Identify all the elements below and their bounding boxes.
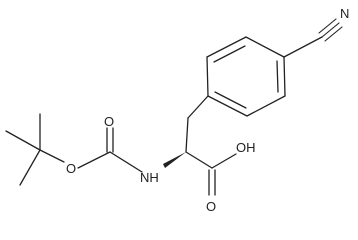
ring-to-nitrile-bond bbox=[283, 36, 323, 58]
ch2-to-alpha-bond bbox=[185, 117, 189, 153]
ring-double-bond bbox=[276, 60, 279, 93]
ring-bond bbox=[283, 56, 286, 97]
carboxylic-acid-group: OH O bbox=[206, 140, 256, 214]
ring-double-bond bbox=[214, 91, 247, 109]
nitrile-group: N bbox=[283, 5, 352, 58]
nitrile-n-label: N bbox=[340, 6, 349, 21]
ring-bond bbox=[245, 36, 285, 58]
methyl-bond bbox=[19, 149, 41, 186]
ring-to-ch2-bond bbox=[187, 95, 209, 119]
amine-nh-label: NH bbox=[140, 170, 159, 185]
carbonyl-o-label: O bbox=[104, 114, 114, 129]
chemical-structure-diagram: N OH O NH O O bbox=[5, 5, 352, 214]
ring-bond bbox=[206, 56, 209, 97]
triple-bond-line bbox=[324, 26, 343, 42]
ester-o-label: O bbox=[66, 161, 76, 176]
stereo-wedge-bond bbox=[163, 152, 186, 168]
nh-to-carbamate-bond bbox=[109, 151, 143, 173]
ring-bond bbox=[207, 95, 248, 117]
ring-double-bond bbox=[213, 45, 246, 63]
ester-o-to-quaternary-c-bond bbox=[39, 149, 65, 163]
triple-bond-line bbox=[321, 22, 340, 38]
tert-butyl-group bbox=[5, 113, 65, 186]
alpha-to-carboxyl-bond bbox=[185, 151, 213, 169]
carbamate-group: O O bbox=[66, 114, 114, 176]
ring-bond bbox=[206, 36, 247, 58]
triple-bond-line bbox=[318, 18, 337, 34]
ring-bond bbox=[246, 95, 286, 117]
acid-oh-label: OH bbox=[236, 140, 256, 155]
carbamate-to-ester-o-bond bbox=[77, 151, 111, 169]
methyl-bond bbox=[5, 130, 41, 151]
carboxyl-to-oh-bond bbox=[211, 153, 237, 169]
benzene-ring bbox=[206, 36, 286, 117]
acid-o-label: O bbox=[206, 199, 216, 214]
